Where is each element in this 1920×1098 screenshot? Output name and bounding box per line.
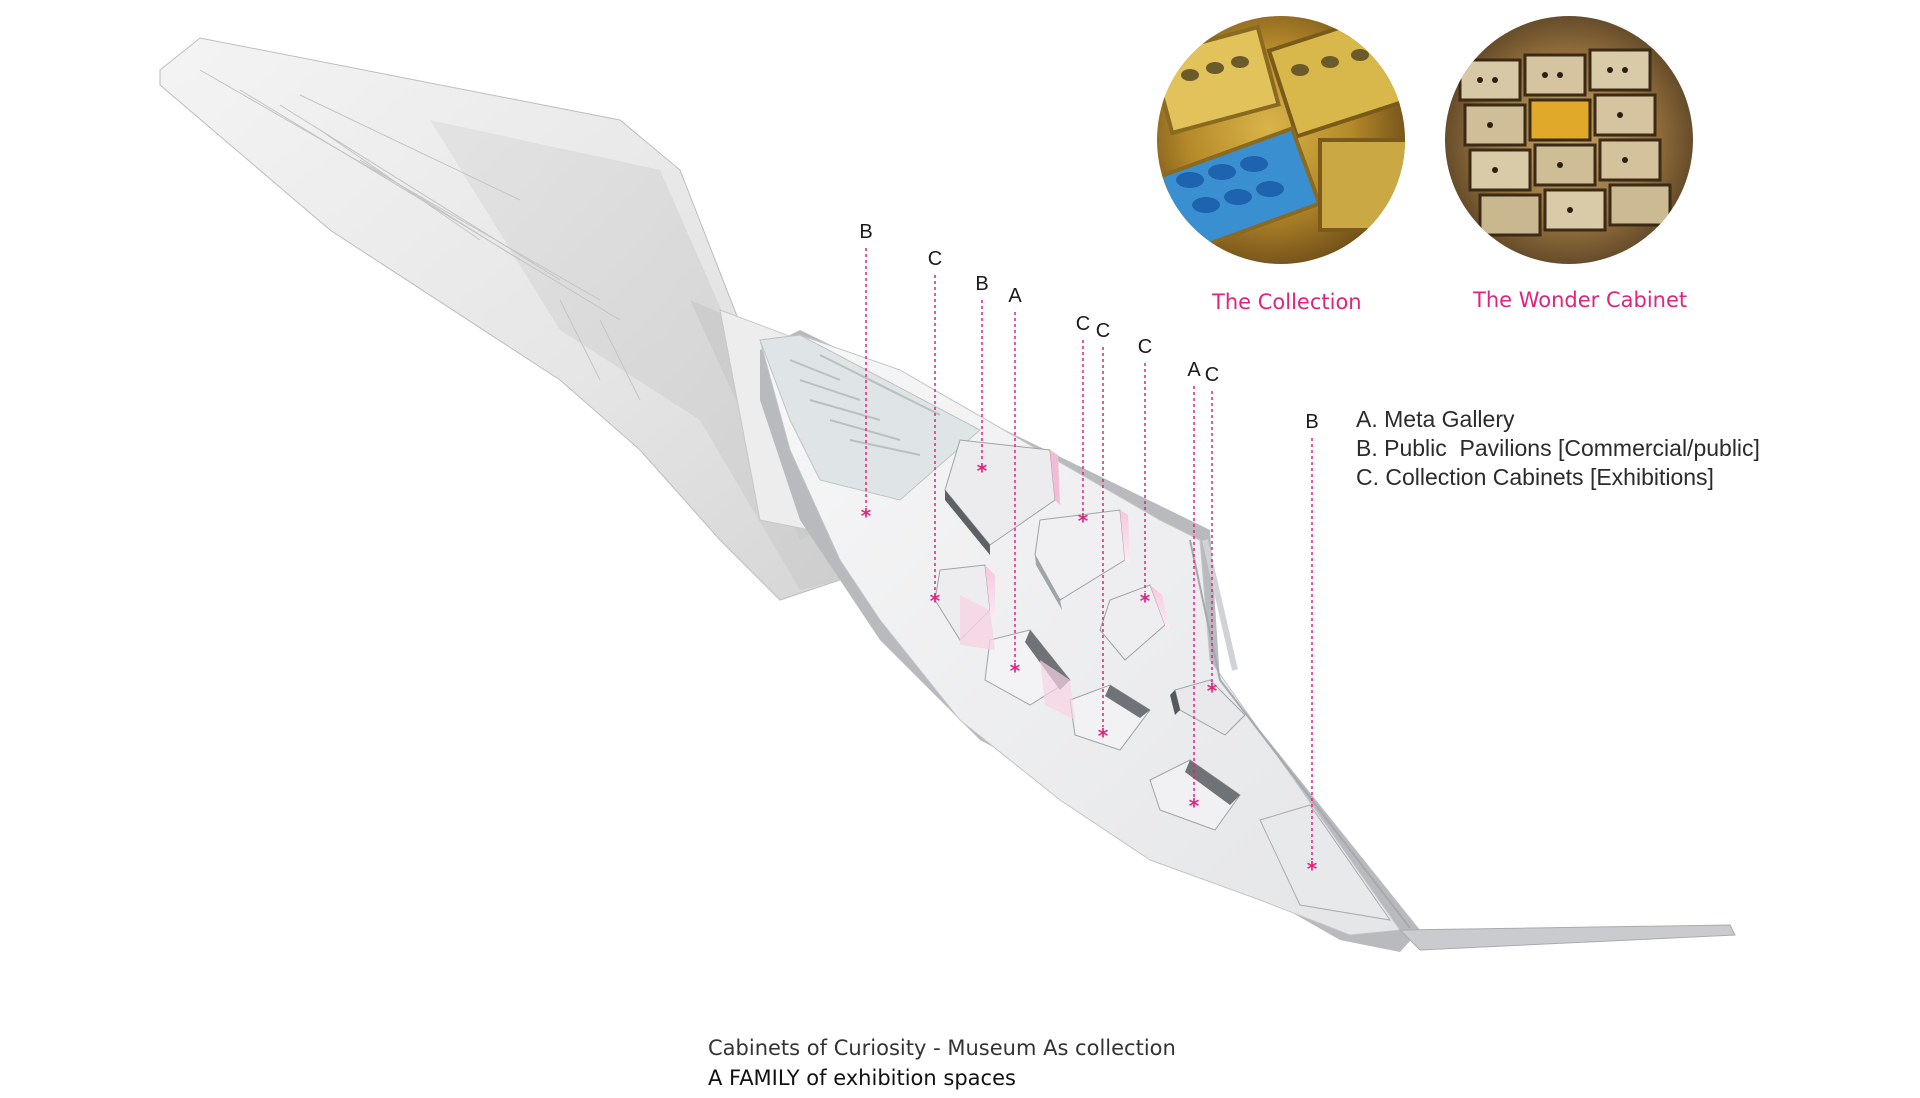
marker-c-5: C* [1096,320,1110,748]
ghost-building [159,37,861,601]
marker-b-9: B* [1305,411,1318,881]
asterisk-icon: * [1098,724,1109,748]
marker-label: C [1138,336,1152,358]
legend: A. Meta Gallery B. Public Pavilions [Com… [1356,405,1760,492]
marker-a-7: A* [1187,359,1201,818]
asterisk-icon: * [1078,509,1089,533]
marker-label: B [1305,411,1318,433]
cabinet-volumes [934,439,1392,921]
caption-line-1: Cabinets of Curiosity - Museum As collec… [708,1036,1176,1060]
marker-label: C [1205,364,1219,386]
marker-b-0: B* [859,221,872,528]
asterisk-icon: * [1307,857,1318,881]
marker-label: A [1187,359,1201,381]
asterisk-icon: * [1010,659,1021,683]
legend-item-b: B. Public Pavilions [Commercial/public] [1356,435,1760,461]
marker-label: C [928,248,942,270]
butterfly-drawer-photo [1157,16,1405,264]
marker-label: B [859,221,872,243]
marker-label: B [975,273,988,295]
diagram-caption: Cabinets of Curiosity - Museum As collec… [708,1033,1176,1093]
asterisk-icon: * [861,504,872,528]
caption-line-2: A FAMILY of exhibition spaces [708,1066,1016,1090]
photo-caption-wonder-cabinet: The Wonder Cabinet [1473,288,1688,312]
asterisk-icon: * [1207,679,1218,703]
marker-layer: B*C*B*A*C*C*C*A*C*B* [859,221,1318,881]
marker-c-6: C* [1138,336,1152,613]
marker-label: A [1008,285,1022,307]
marker-b-2: B* [975,273,988,483]
marker-label: C [1096,320,1110,342]
asterisk-icon: * [977,459,988,483]
photo-caption-collection: The Collection [1212,290,1362,314]
legend-item-a: A. Meta Gallery [1356,406,1515,432]
asterisk-icon: * [1140,589,1151,613]
legend-item-c: C. Collection Cabinets [Exhibitions] [1356,464,1714,490]
asterisk-icon: * [930,589,941,613]
marker-c-4: C* [1076,313,1090,533]
wing-tail [1398,924,1736,951]
marker-c-1: C* [928,248,942,613]
insect-cabinet-photo [1445,16,1693,264]
wing-deck [759,334,1401,936]
marker-a-3: A* [1008,285,1022,683]
marker-label: C [1076,313,1090,335]
marker-c-8: C* [1205,364,1219,703]
asterisk-icon: * [1189,794,1200,818]
